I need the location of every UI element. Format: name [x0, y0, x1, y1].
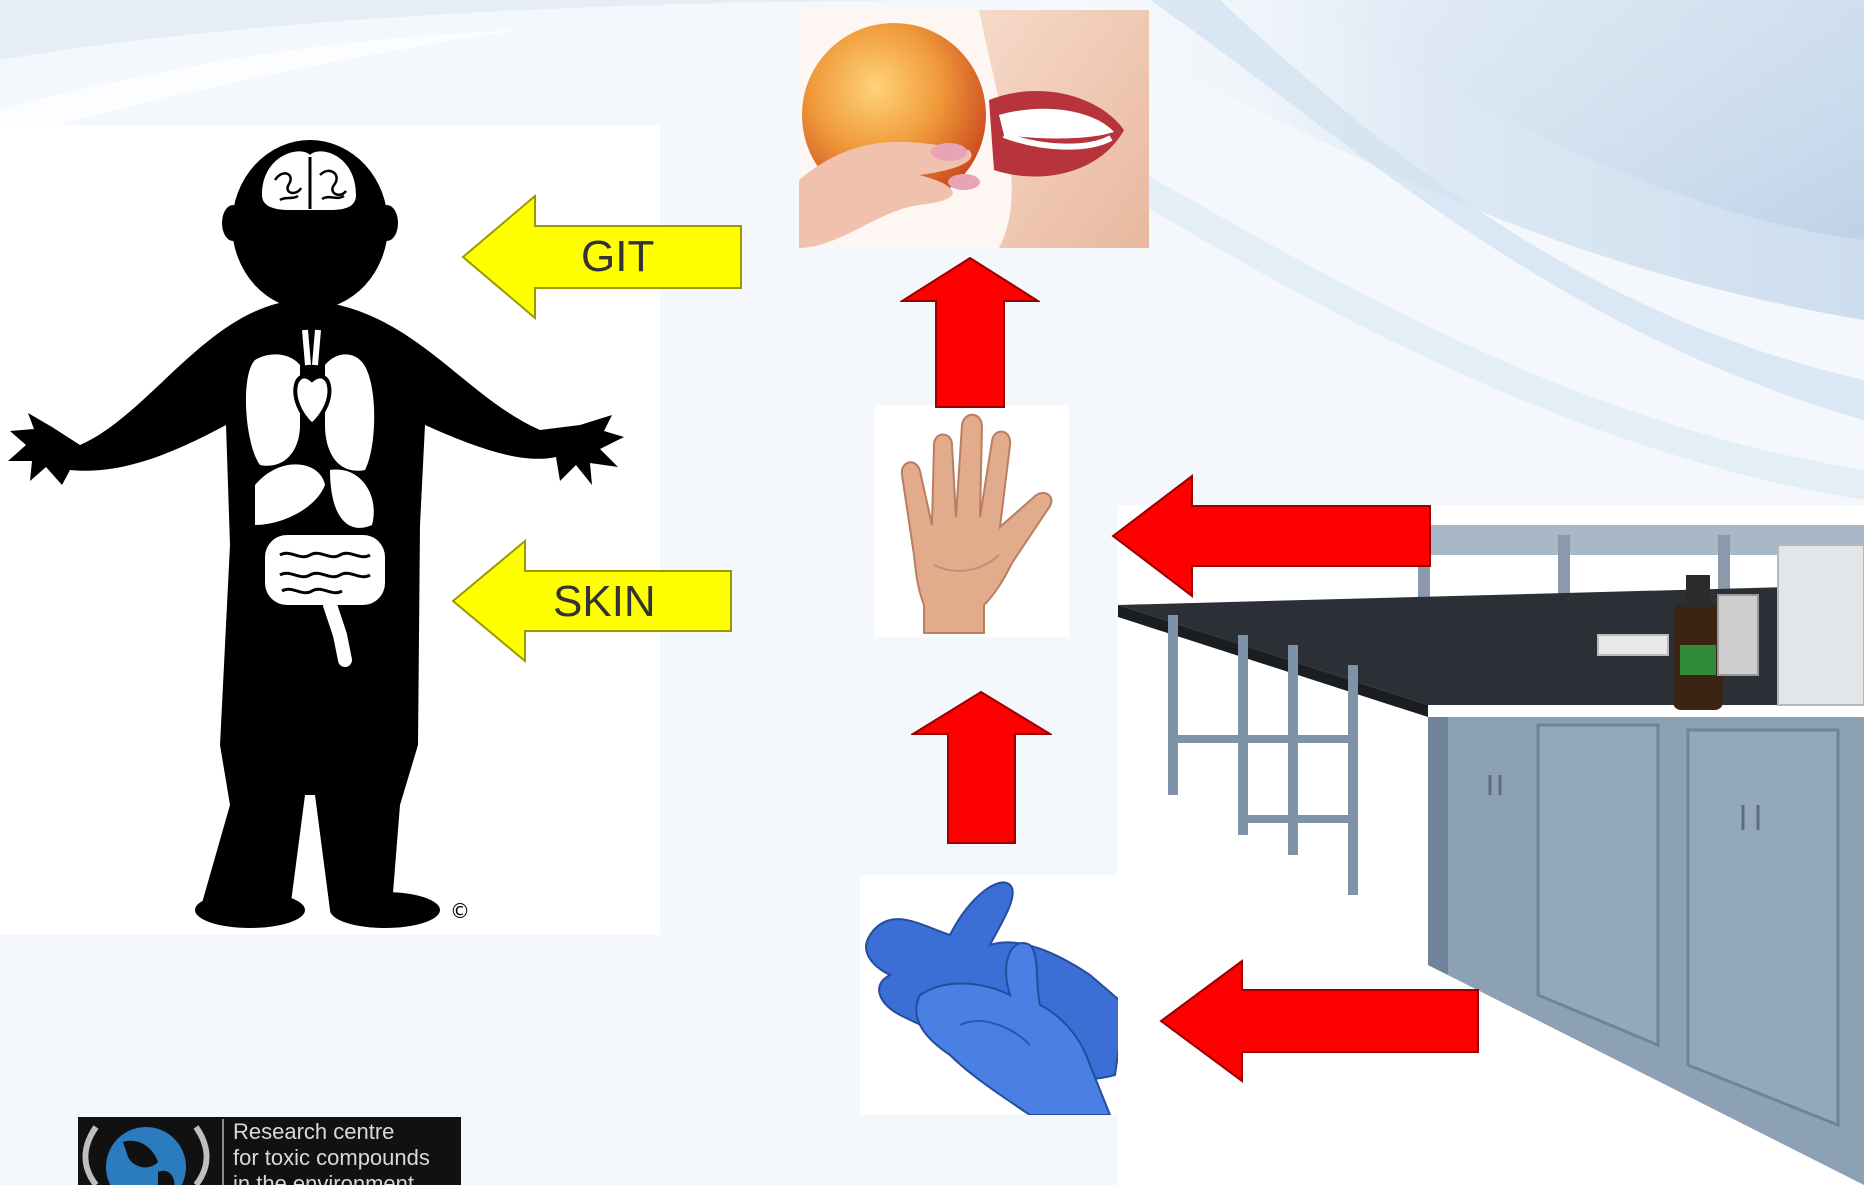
eating-apple-photo	[799, 10, 1149, 248]
red-arrow-bench-to-hand	[1110, 474, 1432, 598]
skin-label: SKIN	[553, 577, 656, 627]
svg-text:©: ©	[450, 899, 470, 923]
recetox-logo: Research centre for toxic compounds in t…	[78, 1117, 461, 1185]
bare-hand-icon	[874, 405, 1069, 637]
red-arrow-bench-to-glove	[1158, 958, 1480, 1084]
logo-line-2: for toxic compounds	[233, 1145, 430, 1171]
blue-gloves-photo	[860, 875, 1130, 1115]
git-label: GIT	[581, 232, 654, 282]
logo-text: Research centre for toxic compounds in t…	[233, 1119, 430, 1185]
globe-logo-icon	[78, 1117, 228, 1185]
red-arrow-hand-to-mouth	[900, 256, 1040, 409]
logo-line-1: Research centre	[233, 1119, 430, 1145]
logo-line-3: in the environment	[233, 1171, 430, 1185]
red-arrow-glove-to-hand	[911, 690, 1052, 845]
